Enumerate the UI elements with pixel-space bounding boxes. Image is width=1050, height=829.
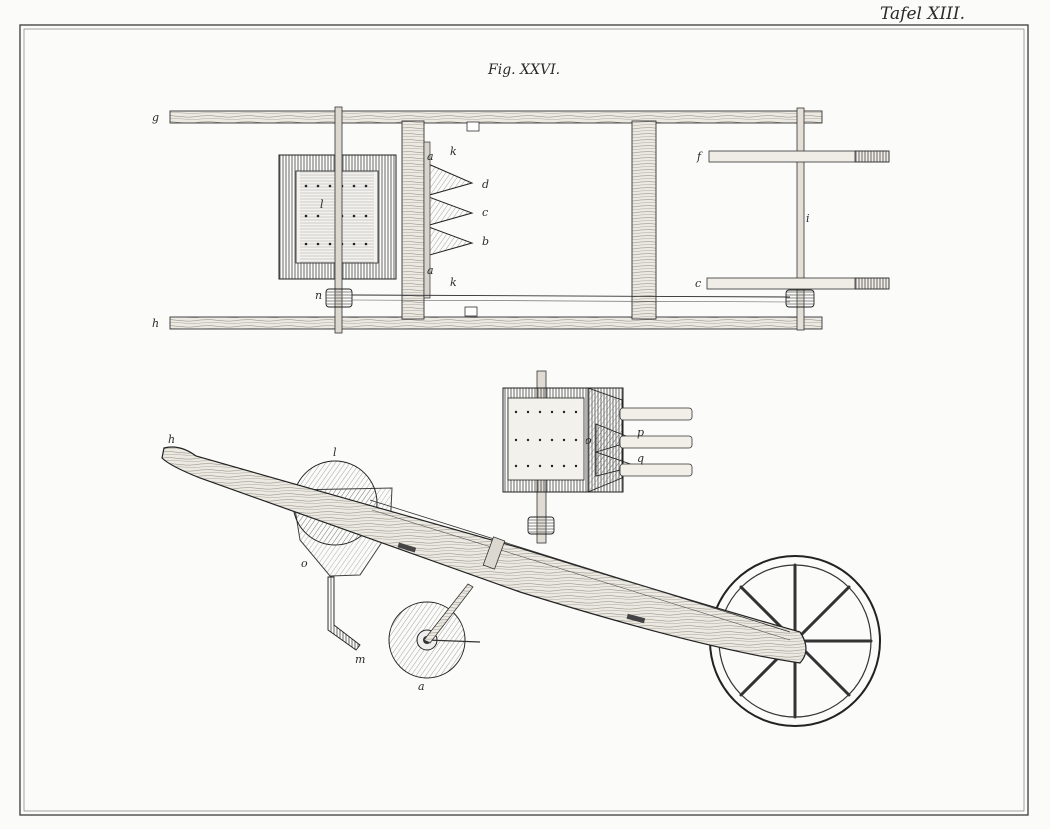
beam-slot-2 [626, 613, 646, 624]
rear-axle-i [796, 107, 805, 331]
wheel-c-rim [854, 277, 890, 290]
beam-cord-upper [369, 499, 791, 633]
detail-pulley [527, 516, 555, 535]
side-label-h: h [168, 433, 175, 446]
side-label-l: l [333, 446, 337, 459]
label-k-top: k [450, 145, 457, 158]
label-n: n [315, 289, 322, 302]
label-l: l [320, 198, 324, 211]
drive-cord-lower [351, 299, 791, 303]
detail-label-p: p [637, 426, 644, 439]
plate-border-inner [23, 28, 1025, 812]
detail-tube-2 [619, 435, 693, 449]
drive-cord [351, 294, 791, 298]
detail-view: o p q [502, 370, 693, 544]
plate-border-outer [19, 24, 1029, 816]
rear-pulley [785, 289, 815, 308]
front-wheel-a [388, 601, 481, 679]
label-d: d [482, 178, 489, 191]
hopper-axle [334, 106, 343, 334]
label-h: h [152, 317, 159, 330]
detail-drum-holes [514, 410, 578, 468]
beam-cord-lower [371, 509, 791, 641]
label-g: g [152, 111, 159, 124]
detail-label-o: o [585, 434, 592, 447]
detail-label-q: q [637, 452, 644, 465]
bracket-top [466, 121, 480, 132]
cross-beam-front [401, 120, 425, 320]
label-c: c [482, 206, 488, 219]
label-f: f [696, 150, 703, 163]
detail-tube-3 [619, 463, 693, 477]
side-label-a: a [418, 680, 425, 693]
side-label-m: m [355, 653, 365, 666]
coulter-teeth [424, 162, 474, 257]
beam-slot-1 [397, 542, 417, 553]
side-label-o: o [301, 557, 308, 570]
top-view: g h l n a a k k d c b f i c [152, 106, 890, 334]
label-k-bottom: k [450, 276, 457, 289]
side-coulter-m [327, 576, 361, 651]
label-b: b [482, 235, 489, 248]
plough-beam [161, 446, 807, 664]
bracket-bottom [464, 306, 478, 317]
wheel-f-rim [854, 150, 890, 163]
label-a-bottom: a [427, 264, 434, 277]
rail-h [169, 316, 823, 330]
front-wheel-strut [423, 583, 474, 644]
plate-title: Tafel XIII. [880, 4, 965, 24]
beam-clamp [482, 536, 506, 570]
pulley-n [325, 288, 353, 308]
figure-title: Fig. XXVI. [487, 62, 560, 78]
label-a-top: a [427, 150, 434, 163]
rail-g [169, 110, 823, 124]
detail-tube-1 [619, 407, 693, 421]
side-view: h l o m a [161, 433, 881, 727]
label-c-wheel: c [695, 277, 701, 290]
detail-drum [507, 397, 585, 481]
label-i: i [806, 212, 810, 225]
cross-beam-rear [631, 120, 657, 320]
coulter-bar [423, 141, 431, 299]
